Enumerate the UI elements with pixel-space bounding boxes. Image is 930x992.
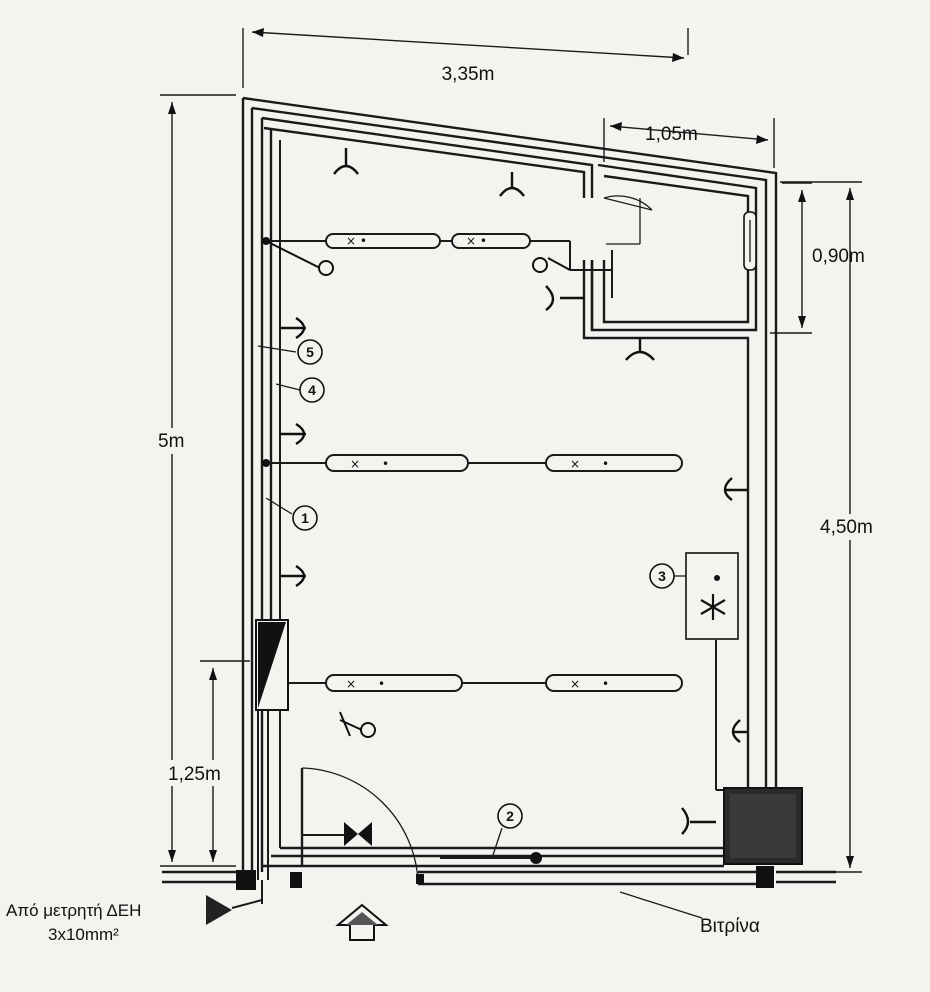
outlet-left-2 <box>280 422 306 446</box>
dim-label-height-right: 4,50m <box>820 517 873 538</box>
outlet-left-3 <box>280 564 306 588</box>
dimension-room-width: 1,05m <box>603 118 775 168</box>
svg-text:•: • <box>378 677 385 691</box>
callout-4-label: 4 <box>308 382 316 398</box>
callout-2: 2 <box>491 803 523 859</box>
svg-text:×: × <box>570 677 580 691</box>
callout-2-label: 2 <box>506 808 514 824</box>
callout-3-label: 3 <box>658 568 666 584</box>
svg-text:×: × <box>570 457 580 471</box>
switch-2 <box>532 257 571 273</box>
storefront-label: Βιτρίνα <box>700 916 760 937</box>
callout-4: 4 <box>275 377 325 403</box>
water-heater <box>743 211 757 271</box>
svg-text:×: × <box>350 457 360 471</box>
switch-1 <box>265 240 334 276</box>
entrance-door <box>300 767 419 881</box>
lamps-row-1: × • × • <box>325 233 531 249</box>
dimension-panel-height: 1,25m <box>168 660 250 862</box>
dim-label-room-depth: 0,90m <box>812 246 865 267</box>
svg-text:•: • <box>602 677 609 691</box>
callout-1: 1 <box>265 497 318 531</box>
dim-label-panel-height: 1,25m <box>168 764 221 785</box>
dim-label-height: 5m <box>158 431 184 452</box>
supply-label-line1: Από μετρητή ΔΕΗ <box>6 901 141 920</box>
switch-3 <box>339 711 376 738</box>
svg-text:×: × <box>346 677 356 691</box>
snowflake-icon <box>700 594 726 620</box>
wiring <box>257 140 724 880</box>
outlet-bottom <box>681 807 716 835</box>
svg-text:× •: × • <box>346 234 367 248</box>
ac-unit <box>685 552 739 640</box>
dimension-height-right: 4,50m <box>780 181 884 873</box>
showcase-cabinet <box>723 787 803 865</box>
arrow-up-icon <box>335 903 389 941</box>
callout-1-label: 1 <box>301 510 309 526</box>
outlet-top-1 <box>333 148 359 175</box>
socket-dot <box>530 852 542 864</box>
svg-text:× •: × • <box>466 234 487 248</box>
outlets <box>280 148 748 835</box>
outlet-inner-room <box>545 285 584 311</box>
svg-text:•: • <box>382 457 389 471</box>
dimension-height-total: 5m <box>150 94 236 867</box>
callout-3: 3 <box>649 563 686 589</box>
storefront: Βιτρίνα <box>162 866 836 937</box>
dim-label-width: 3,35m <box>442 64 495 85</box>
bowtie-switch <box>344 822 372 846</box>
electrical-panel <box>255 619 289 711</box>
lamps-row-2: × • × • <box>325 454 683 472</box>
outlet-right-2 <box>731 719 748 743</box>
dimension-width-total: 3,35m <box>242 28 689 88</box>
supply-label-line2: 3x10mm² <box>48 925 119 944</box>
switches <box>265 240 571 738</box>
dim-label-room-width: 1,05m <box>645 124 698 145</box>
callout-5: 5 <box>257 339 323 365</box>
outlet-right-1 <box>723 477 748 501</box>
meter-supply: Από μετρητή ΔΕΗ 3x10mm² <box>6 880 263 944</box>
outlet-top-2 <box>499 172 525 197</box>
callout-5-label: 5 <box>306 344 314 360</box>
outlet-right-top <box>625 338 655 361</box>
svg-text:•: • <box>602 457 609 471</box>
outlet-left-1 <box>280 316 306 340</box>
